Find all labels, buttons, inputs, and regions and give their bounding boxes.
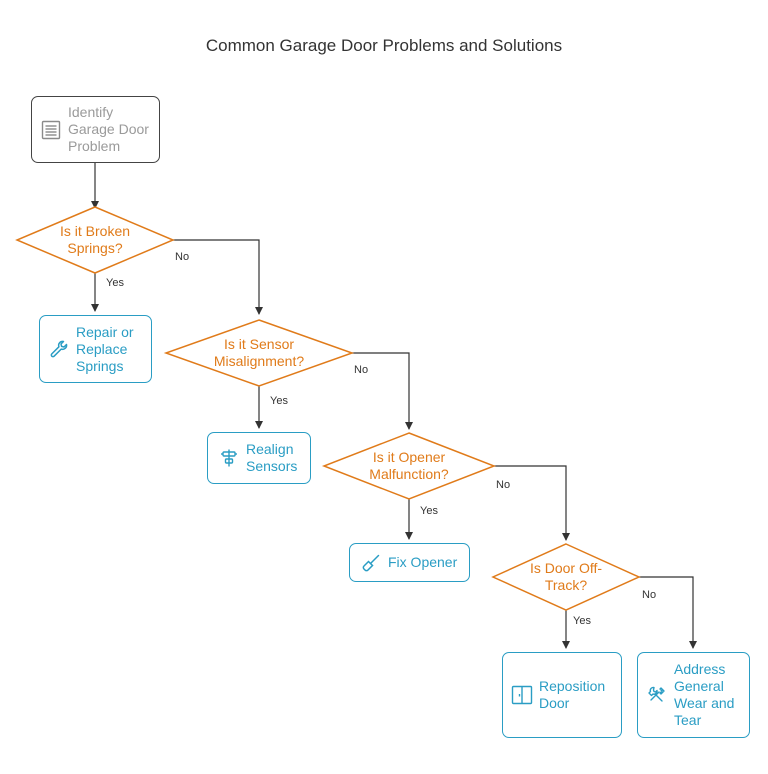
outcome-fix-opener: Fix Opener (349, 543, 470, 582)
edge-label-yes-1: Yes (106, 277, 124, 289)
align-icon (218, 447, 240, 469)
outcome-repair-springs: Repair or Replace Springs (39, 315, 152, 383)
edge-label-yes-4: Yes (573, 615, 591, 627)
edge-label-yes-2: Yes (270, 395, 288, 407)
edge-decision-1-no (173, 239, 263, 315)
garage-door-icon (40, 119, 62, 141)
outcome-fix-opener-label: Fix Opener (388, 554, 458, 570)
decision-3-label: Is it Opener Malfunction? (369, 449, 449, 482)
start-node-label: Identify Garage Door Problem (68, 104, 149, 154)
outcome-realign-sensors: Realign Sensors (207, 432, 311, 484)
decision-2-shape (163, 319, 355, 387)
outcome-address-wear-label: Address General Wear and Tear (674, 661, 735, 728)
decision-4-shape (491, 543, 641, 611)
outcome-realign-sensors-label: Realign Sensors (246, 441, 298, 474)
edge-label-no-4: No (642, 589, 657, 601)
tools-icon (646, 684, 668, 706)
edge-label-no-3: No (496, 479, 511, 491)
door-icon (511, 684, 533, 706)
outcome-repair-springs-label: Repair or Replace Springs (76, 323, 134, 374)
outcome-address-wear: Address General Wear and Tear (637, 652, 750, 738)
wrench-icon (48, 338, 70, 360)
decision-2-label: Is it Sensor Misalignment? (213, 336, 305, 369)
start-node: Identify Garage Door Problem (31, 96, 160, 163)
edge-decision-2-no (352, 352, 413, 430)
edge-label-no-2: No (354, 364, 369, 376)
edge-label-yes-3: Yes (420, 505, 438, 517)
decision-1-shape (15, 206, 175, 274)
outcome-reposition-door-label: Reposition Door (539, 678, 606, 711)
decision-1-label: Is it Broken Springs? (59, 223, 131, 256)
edge-label-no-1: No (175, 251, 190, 263)
outcome-reposition-door: Reposition Door (502, 652, 622, 738)
decision-3-shape (321, 432, 497, 500)
decision-4-label: Is Door Off- Track? (529, 560, 603, 593)
edge-decision-4-no (639, 576, 697, 649)
diagram-title: Common Garage Door Problems and Solution… (205, 36, 563, 55)
screwdriver-icon (360, 552, 382, 574)
edge-decision-3-no (494, 465, 570, 541)
